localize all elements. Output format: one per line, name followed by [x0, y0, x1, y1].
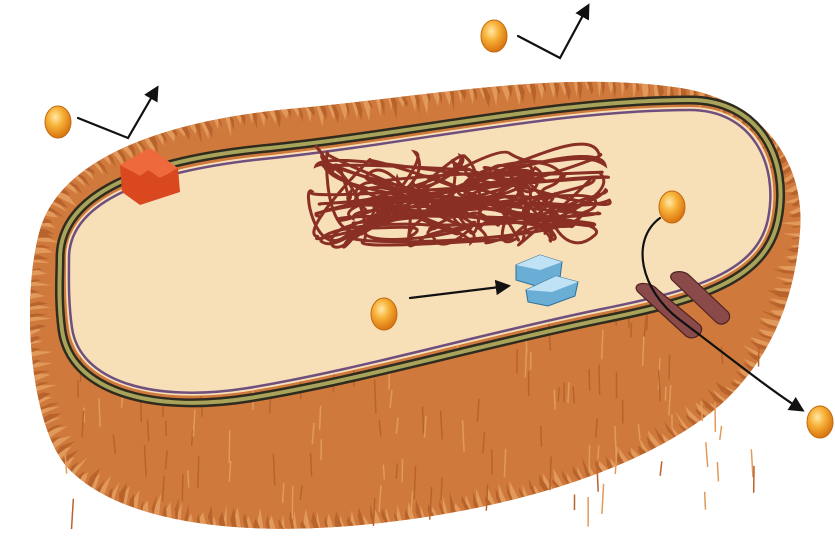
capsule-texture: [72, 499, 74, 529]
capsule-texture: [631, 322, 632, 337]
capsule-texture: [492, 450, 493, 475]
substrate-molecule: [371, 298, 397, 330]
capsule-texture: [598, 446, 599, 460]
capsule-texture: [541, 426, 542, 447]
capsule-texture: [192, 430, 193, 446]
capsule-texture: [558, 387, 559, 401]
capsule-texture: [717, 462, 718, 481]
capsule-texture: [188, 471, 189, 488]
capsule-texture: [441, 478, 442, 501]
signal-molecule-left: [45, 106, 71, 138]
capsule-texture: [554, 390, 555, 410]
exported-molecule: [807, 406, 833, 438]
capsule-texture: [660, 461, 662, 475]
signal-arrow-top: [518, 6, 588, 58]
capsule-texture: [720, 426, 722, 440]
capsule-texture: [422, 407, 423, 434]
internal-molecule: [659, 191, 685, 223]
capsule-texture: [320, 406, 321, 430]
capsule-texture: [701, 401, 702, 421]
capsule-texture: [270, 398, 271, 413]
capsule-texture: [751, 449, 753, 477]
capsule-texture: [705, 492, 706, 510]
capsule-texture: [599, 365, 600, 395]
capsule-texture: [198, 456, 199, 488]
signal-molecule-top: [481, 20, 507, 52]
signal-arrow-left: [78, 88, 157, 138]
capsule-texture: [182, 474, 183, 501]
capsule-texture: [589, 369, 590, 391]
capsule-texture: [602, 484, 604, 514]
capsule-texture: [706, 442, 708, 467]
